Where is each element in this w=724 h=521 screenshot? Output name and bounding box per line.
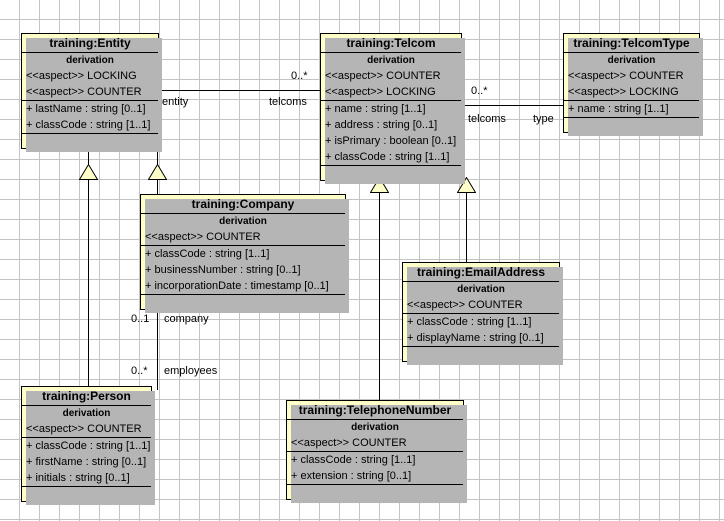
- class-name-entity: training:Entity: [49, 36, 131, 50]
- class-box-person[interactable]: training:Person derivation <<aspect>> CO…: [21, 386, 155, 505]
- class-aspect-telcom-0: <<aspect>> COUNTER: [325, 70, 441, 82]
- class-box-company[interactable]: training:Company derivation <<aspect>> C…: [140, 194, 349, 313]
- class-attribute-company-1: + businessNumber : string [0..1]: [145, 264, 301, 276]
- generalization-arrow-emailaddress-telcom: [457, 177, 476, 193]
- class-attribute-company-2: + incorporationDate : timestamp [0..1]: [145, 280, 329, 292]
- class-box-entity[interactable]: training:Entity derivation <<aspect>> LO…: [21, 33, 162, 152]
- class-name-emailaddress: training:EmailAddress: [416, 265, 546, 279]
- class-footer-emailaddress: [403, 346, 559, 361]
- role-label-entity: entity: [162, 96, 189, 108]
- class-box-telephonenumber[interactable]: training:TelephoneNumber derivation <<as…: [286, 400, 467, 503]
- generalization-line-telephonenumber-telcom[interactable]: [379, 186, 380, 404]
- class-name-telcom: training:Telcom: [346, 36, 436, 50]
- generalization-arrow-person-entity: [79, 164, 98, 180]
- class-derivation-telephonenumber: derivation: [287, 419, 463, 435]
- association-line-entity-telcom[interactable]: [160, 90, 321, 91]
- multiplicity-company: 0..1: [131, 313, 150, 325]
- role-label-company: company: [164, 313, 209, 325]
- class-attribute-telcom-2: + isPrimary : boolean [0..1]: [325, 135, 457, 147]
- multiplicity-telcoms-entity-side: 0..*: [291, 70, 308, 82]
- class-box-telcomtype[interactable]: training:TelcomType derivation <<aspect>…: [563, 33, 703, 136]
- class-attribute-entity-0: + lastName : string [0..1]: [22, 100, 158, 117]
- generalization-arrow-telephonenumber-telcom: [370, 177, 389, 193]
- multiplicity-telcoms-type-side: 0..*: [471, 85, 488, 97]
- class-aspect-company-0: <<aspect>> COUNTER: [145, 231, 261, 243]
- multiplicity-employees: 0..*: [131, 365, 148, 377]
- class-aspect-telephonenumber-0: <<aspect>> COUNTER: [291, 437, 407, 449]
- class-derivation-entity: derivation: [22, 52, 158, 68]
- class-attribute-emailaddress-1: + displayName : string [0..1]: [407, 332, 544, 344]
- generalization-line-emailaddress-telcom[interactable]: [466, 186, 467, 263]
- class-aspect-emailaddress-0: <<aspect>> COUNTER: [407, 299, 523, 311]
- role-label-type: type: [533, 113, 554, 125]
- class-attribute-telephonenumber-0: + classCode : string [1..1]: [287, 451, 463, 468]
- class-attribute-person-0: + classCode : string [1..1]: [22, 437, 151, 454]
- association-line-telcom-telcomtype[interactable]: [462, 105, 567, 106]
- class-footer-person: [22, 486, 151, 501]
- class-attribute-emailaddress-0: + classCode : string [1..1]: [403, 313, 559, 330]
- class-name-telephonenumber: training:TelephoneNumber: [298, 403, 452, 417]
- generalization-line-person-entity[interactable]: [88, 150, 89, 390]
- class-aspect-person-0: <<aspect>> COUNTER: [26, 423, 142, 435]
- class-aspect-entity-1: <<aspect>> COUNTER: [26, 86, 142, 98]
- class-derivation-telcomtype: derivation: [564, 52, 699, 68]
- class-attribute-person-2: + initials : string [0..1]: [26, 472, 130, 484]
- class-attribute-entity-1: + classCode : string [1..1]: [26, 119, 151, 131]
- class-box-emailaddress[interactable]: training:EmailAddress derivation <<aspec…: [402, 262, 563, 365]
- role-label-telcoms-type-side: telcoms: [468, 113, 506, 125]
- class-name-person: training:Person: [42, 389, 131, 403]
- class-attribute-telcom-0: + name : string [1..1]: [321, 100, 461, 117]
- class-attribute-telcom-3: + classCode : string [1..1]: [325, 151, 450, 163]
- class-derivation-person: derivation: [22, 405, 151, 421]
- class-name-telcomtype: training:TelcomType: [573, 36, 690, 50]
- class-footer-telcom: [321, 165, 461, 180]
- class-aspect-telcom-1: <<aspect>> LOCKING: [325, 86, 436, 98]
- class-footer-telcomtype: [564, 117, 699, 132]
- association-line-company-person[interactable]: [157, 307, 158, 390]
- class-aspect-telcomtype-1: <<aspect>> LOCKING: [568, 86, 679, 98]
- class-attribute-company-0: + classCode : string [1..1]: [141, 245, 345, 262]
- class-aspect-telcomtype-0: <<aspect>> COUNTER: [568, 70, 684, 82]
- class-name-company: training:Company: [191, 197, 295, 211]
- class-footer-telephonenumber: [287, 484, 463, 499]
- class-footer-entity: [22, 133, 158, 148]
- class-aspect-entity-0: <<aspect>> LOCKING: [26, 70, 137, 82]
- class-derivation-telcom: derivation: [321, 52, 461, 68]
- class-footer-company: [141, 294, 345, 309]
- class-derivation-company: derivation: [141, 213, 345, 229]
- class-attribute-telephonenumber-1: + extension : string [0..1]: [291, 470, 412, 482]
- class-attribute-telcomtype-0: + name : string [1..1]: [564, 100, 699, 117]
- generalization-arrow-company-entity: [148, 164, 167, 180]
- class-derivation-emailaddress: derivation: [403, 281, 559, 297]
- role-label-employees: employees: [164, 365, 218, 377]
- role-label-telcoms-entity-side: telcoms: [269, 96, 307, 108]
- class-attribute-telcom-1: + address : string [0..1]: [325, 119, 438, 131]
- class-attribute-person-1: + firstName : string [0..1]: [26, 456, 147, 468]
- class-box-telcom[interactable]: training:Telcom derivation <<aspect>> CO…: [320, 33, 465, 184]
